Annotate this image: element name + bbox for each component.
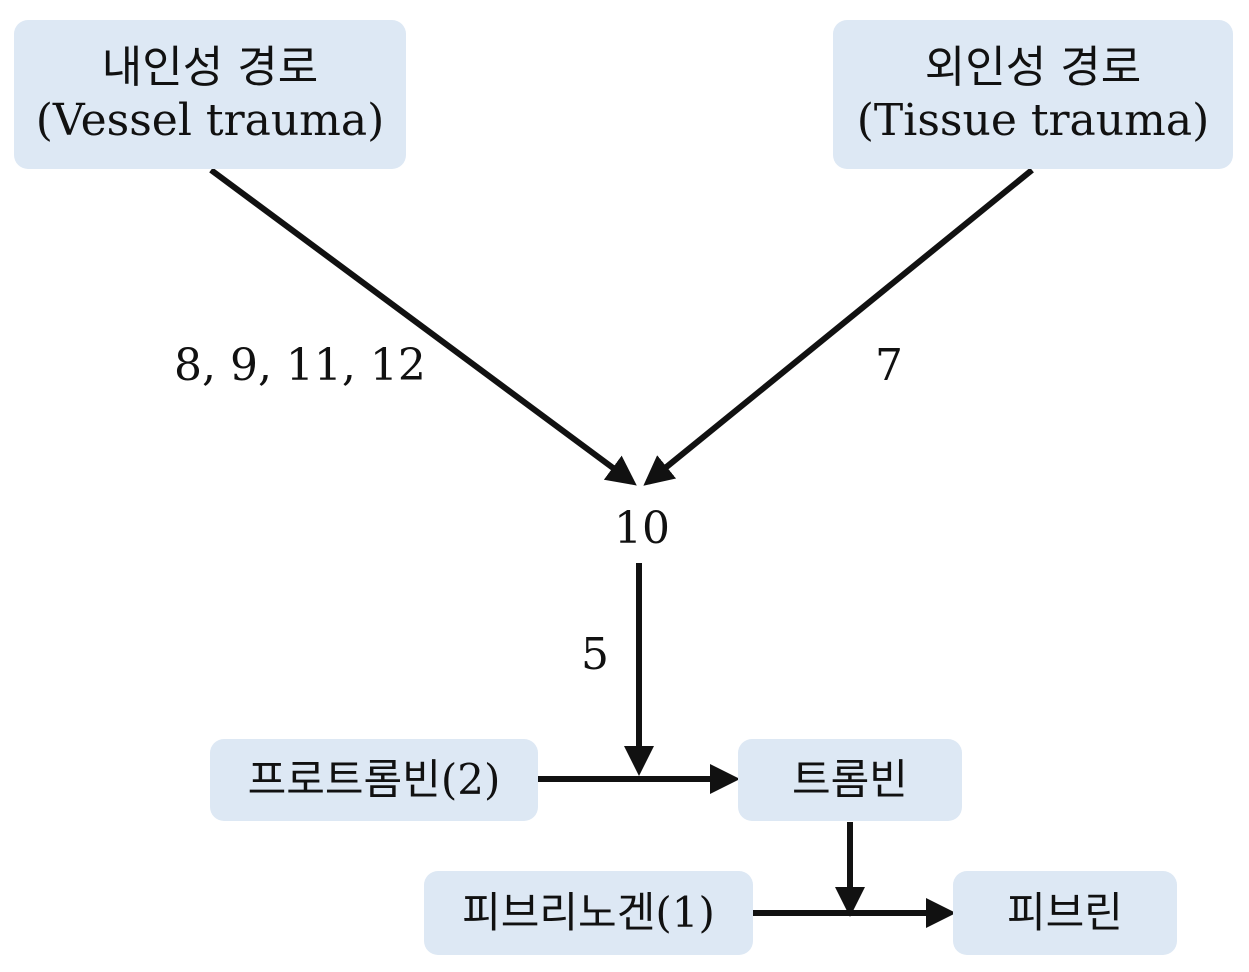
arrow-intrinsic-to-10 bbox=[209, 167, 637, 486]
extrinsic-pathway-subtitle: (Tissue trauma) bbox=[856, 94, 1210, 146]
fibrin-label: 피브린 bbox=[1007, 887, 1123, 937]
thrombin-label: 트롬빈 bbox=[792, 754, 908, 804]
fibrin-box: 피브린 bbox=[953, 871, 1177, 955]
extrinsic-pathway-title: 외인성 경로 bbox=[924, 41, 1142, 93]
intrinsic-pathway-subtitle: (Vessel trauma) bbox=[35, 94, 385, 146]
extrinsic-factor-label: 7 bbox=[875, 340, 903, 391]
intrinsic-pathway-box: 내인성 경로 (Vessel trauma) bbox=[14, 20, 406, 169]
factor-10-node: 10 bbox=[614, 503, 670, 554]
intrinsic-factors-label: 8, 9, 11, 12 bbox=[174, 340, 426, 391]
intrinsic-pathway-title: 내인성 경로 bbox=[101, 41, 319, 93]
prothrombin-box: 프로트롬빈(2) bbox=[210, 739, 538, 821]
arrow-extrinsic-to-10 bbox=[643, 167, 1034, 486]
thrombin-box: 트롬빈 bbox=[738, 739, 962, 821]
factor-5-label: 5 bbox=[581, 629, 609, 680]
prothrombin-label: 프로트롬빈(2) bbox=[247, 754, 501, 804]
fibrinogen-label: 피브리노겐(1) bbox=[462, 887, 715, 937]
extrinsic-pathway-box: 외인성 경로 (Tissue trauma) bbox=[833, 20, 1233, 169]
fibrinogen-box: 피브리노겐(1) bbox=[424, 871, 753, 955]
